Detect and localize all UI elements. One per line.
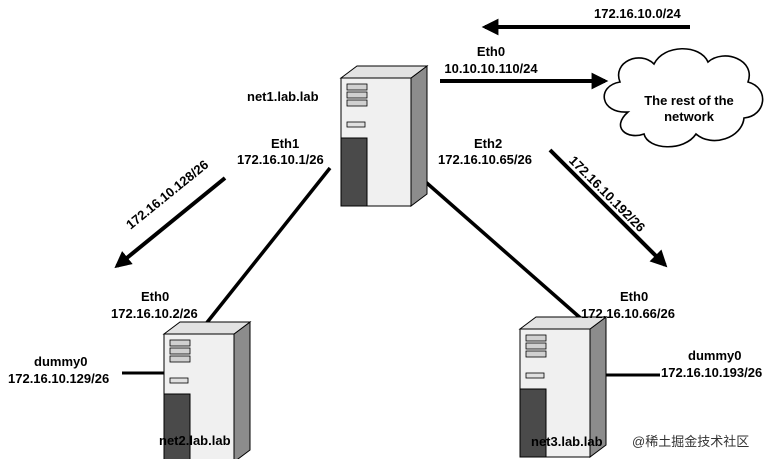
route-arrow-left	[114, 176, 227, 269]
iface-net2-dummy0-name: dummy0	[34, 354, 87, 369]
cloud-label-line1: The rest of the	[644, 93, 734, 108]
iface-net1-eth1-ip: 172.16.10.1/26	[237, 152, 324, 167]
route-arrow-right	[548, 148, 668, 268]
iface-net2-dummy0-ip: 172.16.10.129/26	[8, 371, 109, 386]
host-label-net3: net3.lab.lab	[531, 434, 603, 449]
watermark: @稀土掘金技术社区	[632, 434, 749, 449]
link-net1-net2	[203, 166, 332, 327]
route-label-left: 172.16.10.128/26	[123, 157, 211, 232]
iface-net1-eth0-ip: 10.10.10.110/24	[444, 61, 538, 76]
route-label-top: 172.16.10.0/24	[594, 6, 682, 21]
host-label-net2: net2.lab.lab	[159, 433, 231, 448]
link-net1-net3	[410, 168, 587, 324]
route-label-right: 172.16.10.192/26	[566, 153, 648, 235]
iface-net1-eth2-name: Eth2	[474, 136, 502, 151]
host-label-net1: net1.lab.lab	[247, 89, 319, 104]
iface-net1-eth1-name: Eth1	[271, 136, 299, 151]
cloud-label-line2: network	[664, 109, 715, 124]
iface-net1-eth2-ip: 172.16.10.65/26	[438, 152, 532, 167]
iface-net3-eth0-name: Eth0	[620, 289, 648, 304]
server-icon-net1	[340, 65, 428, 207]
iface-net3-dummy0-ip: 172.16.10.193/26	[661, 365, 762, 380]
iface-net3-dummy0-name: dummy0	[688, 348, 741, 363]
cloud-icon	[603, 48, 764, 148]
iface-net3-eth0-ip: 172.16.10.66/26	[581, 306, 675, 321]
iface-net2-eth0-name: Eth0	[141, 289, 169, 304]
iface-net2-eth0-ip: 172.16.10.2/26	[111, 306, 198, 321]
iface-net1-eth0-name: Eth0	[477, 44, 505, 59]
